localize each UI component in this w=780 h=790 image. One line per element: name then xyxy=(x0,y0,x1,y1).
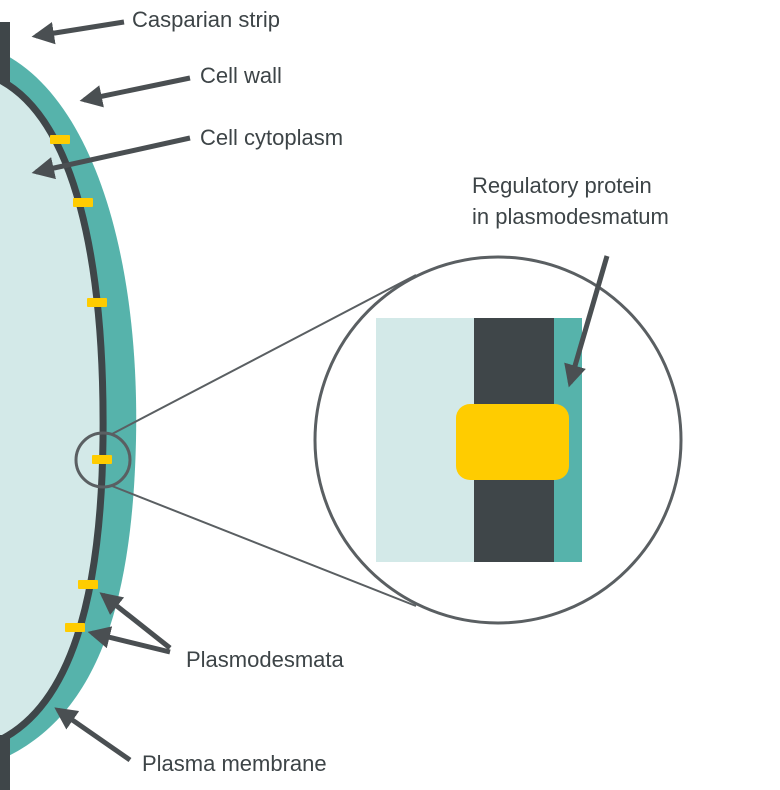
arrow-cell-cytoplasm xyxy=(31,135,191,180)
arrow-casparian-strip xyxy=(31,19,125,45)
arrow-cell-wall xyxy=(79,75,191,108)
label-regulatory-protein-line1: Regulatory protein xyxy=(472,173,652,198)
zoom-line-bottom xyxy=(111,485,417,607)
casparian-strip-top xyxy=(0,22,10,84)
arrow-plasmodesmata-lower xyxy=(87,626,171,655)
regulatory-protein xyxy=(456,404,569,480)
plasmodesma xyxy=(65,623,85,632)
plasmodesma xyxy=(87,298,107,307)
label-plasma-membrane: Plasma membrane xyxy=(142,751,327,776)
label-plasmodesmata: Plasmodesmata xyxy=(186,647,344,672)
label-regulatory-protein-line2: in plasmodesmatum xyxy=(472,204,669,229)
label-casparian-strip: Casparian strip xyxy=(132,7,280,32)
plasmodesma xyxy=(73,198,93,207)
casparian-strip-bottom xyxy=(0,735,10,790)
zoom-line-top xyxy=(111,274,417,435)
arrow-plasma-membrane xyxy=(54,707,132,763)
plasmodesma xyxy=(78,580,98,589)
plasmodesma xyxy=(92,455,112,464)
magnifier-source-circle xyxy=(74,431,132,489)
arrow-regulatory-protein xyxy=(564,255,610,388)
cell-cytoplasm xyxy=(0,80,104,740)
arrow-plasmodesmata-upper xyxy=(99,592,172,650)
plasmodesma xyxy=(50,135,70,144)
label-cell-cytoplasm: Cell cytoplasm xyxy=(200,125,344,150)
zoomed-cross-section xyxy=(376,318,582,562)
label-cell-wall: Cell wall xyxy=(200,63,282,88)
